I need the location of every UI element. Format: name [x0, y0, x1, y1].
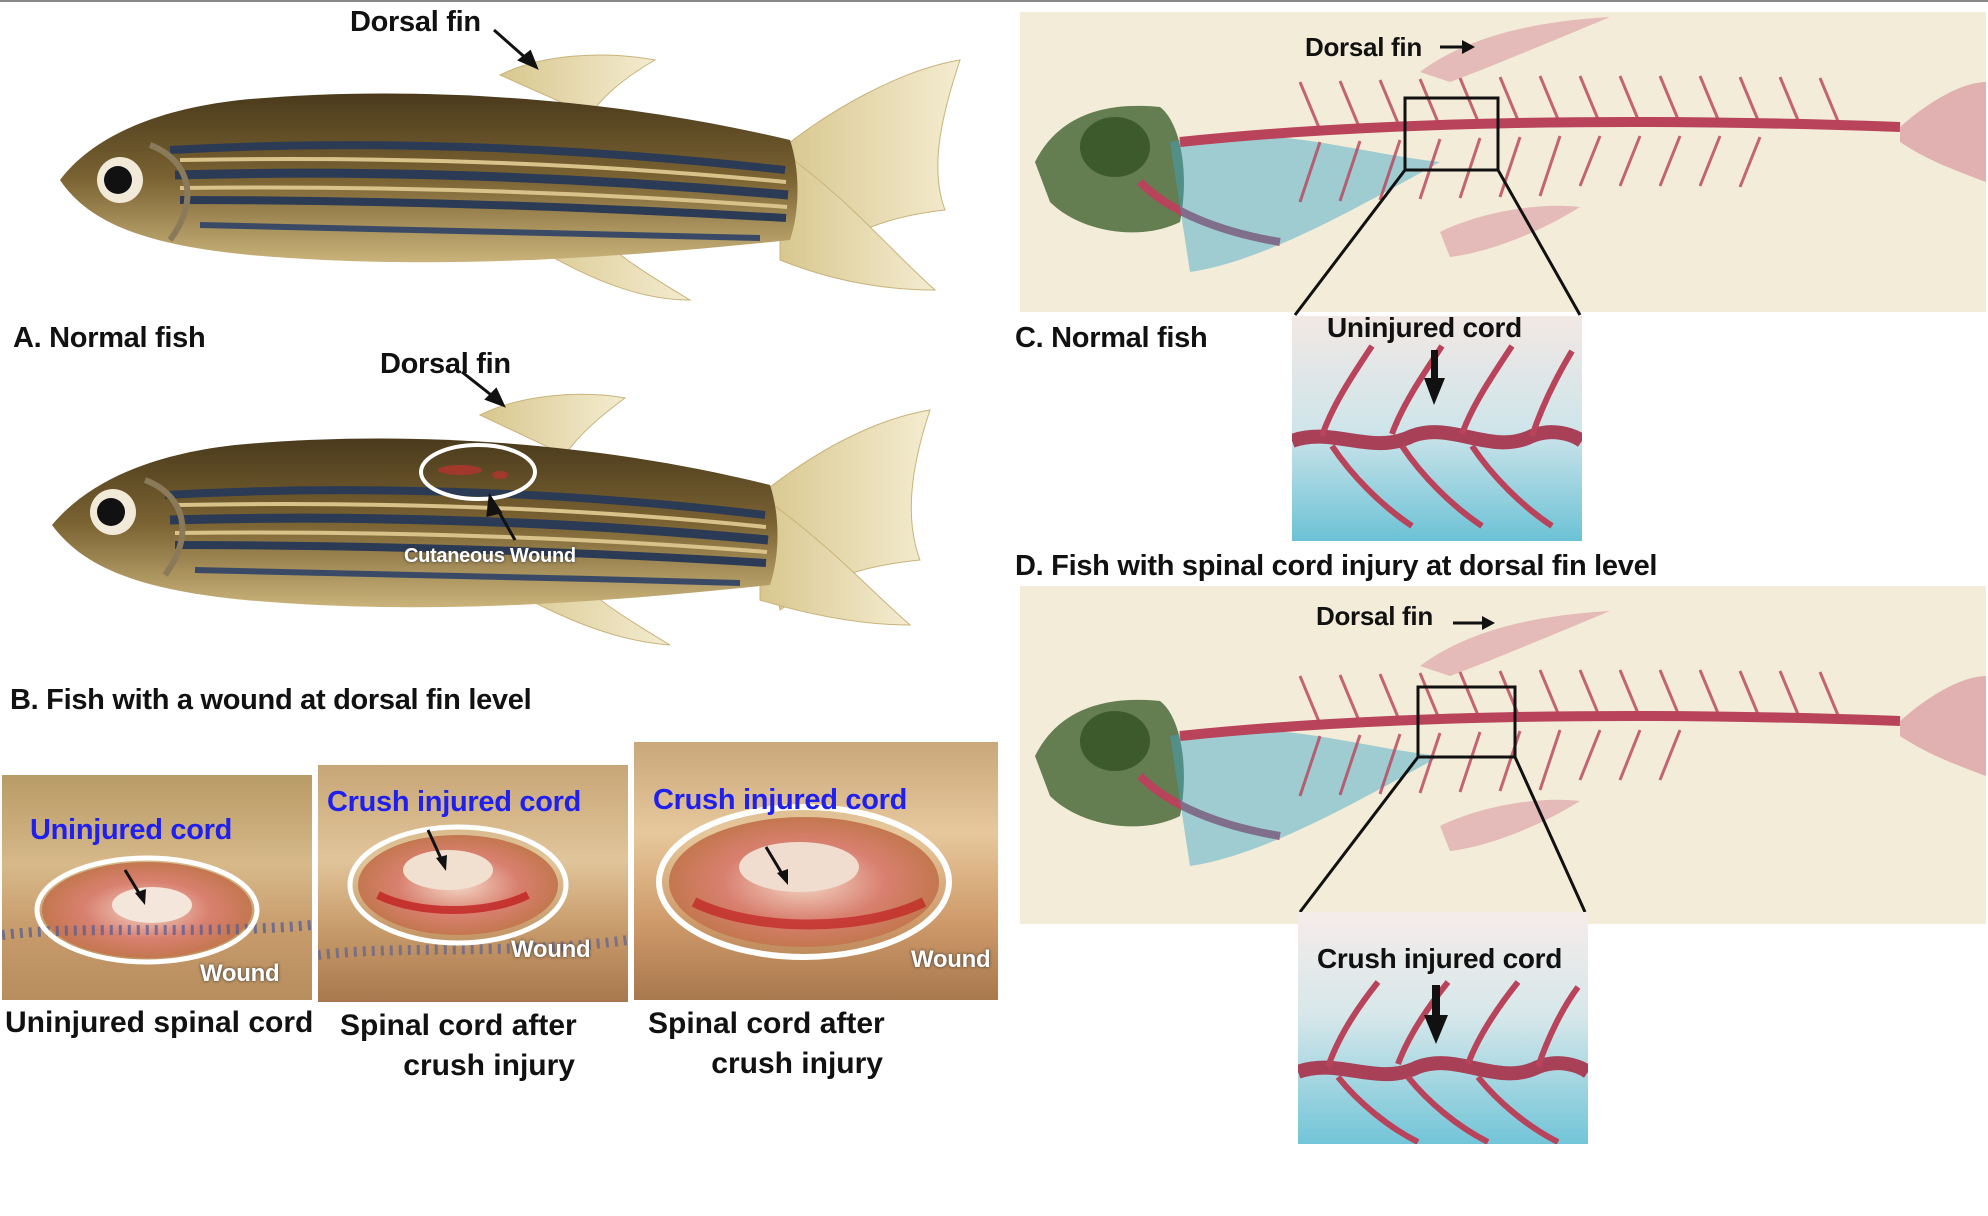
inset-crush-2-ellipse	[656, 804, 952, 960]
inset-2-title: Crush injured cord	[327, 786, 582, 818]
inset-2-caption-line-1: Spinal cord after	[340, 1009, 577, 1042]
zoom-d-label: Crush injured cord	[1317, 943, 1563, 974]
dorsal-fin-label-a: Dorsal fin	[350, 6, 481, 38]
wound-highlight-ellipse	[419, 443, 537, 501]
cutaneous-wound-label: Cutaneous Wound	[404, 545, 576, 567]
inset-crush-2-photo	[634, 742, 998, 1000]
inset-1-caption: Uninjured spinal cord	[5, 1003, 313, 1043]
inset-2-caption: Spinal cord after crush injury	[340, 1006, 577, 1086]
caption-d: D. Fish with spinal cord injury at dorsa…	[1015, 550, 1658, 582]
inset-1-caption-line-1: Uninjured spinal cord	[5, 1006, 314, 1039]
caption-c: C. Normal fish	[1015, 322, 1208, 354]
inset-3-wound: Wound	[911, 946, 991, 973]
zoom-d-photo	[1298, 912, 1588, 1144]
inset-3-title: Crush injured cord	[653, 784, 908, 816]
inset-1-wound: Wound	[200, 960, 280, 987]
dorsal-fin-label-d: Dorsal fin	[1316, 601, 1433, 631]
skeleton-c-photo	[1020, 12, 1986, 312]
inset-crush-1-photo	[318, 765, 628, 1002]
zoom-box-c	[1403, 96, 1500, 172]
fish-b-illustration	[52, 393, 931, 646]
dorsal-fin-label-c: Dorsal fin	[1305, 32, 1422, 62]
inset-2-caption-line-2: crush injury	[403, 1049, 575, 1082]
caption-a: A. Normal fish	[13, 322, 206, 354]
inset-2-wound: Wound	[511, 936, 591, 963]
arrow-dorsal-b	[461, 370, 496, 400]
inset-3-caption-line-2: crush injury	[711, 1047, 883, 1080]
zoom-c-label: Uninjured cord	[1327, 312, 1522, 343]
fish-a-illustration	[60, 54, 961, 301]
inset-3-caption: Spinal cord after crush injury	[648, 1004, 885, 1084]
panel-ab-illustrations	[52, 28, 961, 646]
inset-crush-1-ellipse	[347, 824, 569, 946]
inset-uninjured-photo	[2, 775, 312, 1000]
inset-1-title: Uninjured cord	[30, 814, 233, 846]
dorsal-fin-label-b: Dorsal fin	[380, 348, 511, 380]
arrow-dorsal-a	[493, 28, 529, 62]
inset-3-caption-line-1: Spinal cord after	[648, 1007, 885, 1040]
skeleton-d-photo	[1020, 586, 1986, 924]
top-border	[0, 0, 1988, 2]
caption-b: B. Fish with a wound at dorsal fin level	[10, 684, 532, 716]
inset-uninjured-ellipse	[34, 855, 260, 965]
